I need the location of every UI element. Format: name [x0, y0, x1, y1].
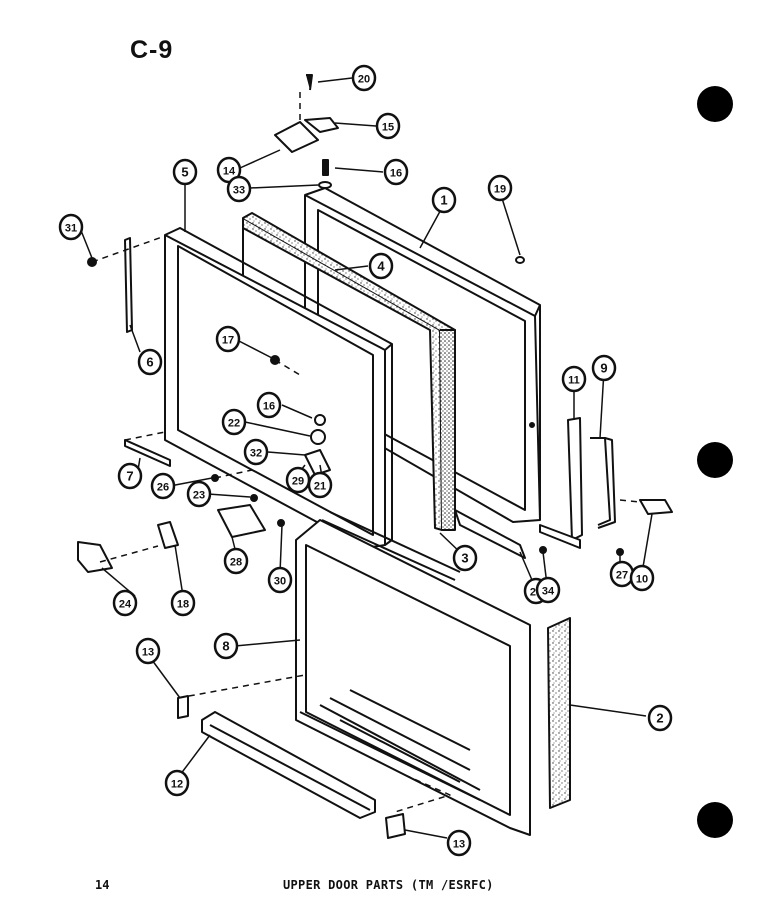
callout-31: 31 [58, 213, 84, 241]
callout-8: 8 [213, 632, 239, 660]
callout-label: 27 [616, 570, 628, 582]
callout-1: 1 [431, 186, 457, 214]
callout-26: 26 [150, 472, 176, 500]
binder-hole-icon [697, 802, 733, 838]
page-title: C-9 [130, 36, 174, 64]
callout-13: 13 [135, 637, 161, 665]
callout-label: 26 [157, 482, 169, 494]
callout-13: 13 [446, 829, 472, 857]
callout-label: 16 [263, 401, 275, 413]
callout-33: 33 [226, 175, 252, 203]
callout-6: 6 [137, 348, 163, 376]
callout-23: 23 [186, 480, 212, 508]
callout-label: 32 [250, 448, 262, 460]
left-strip-part [124, 237, 133, 333]
callout-4: 4 [368, 252, 394, 280]
callout-label: 29 [292, 476, 304, 488]
callout-label: 17 [222, 335, 234, 347]
figure-caption: UPPER DOOR PARTS (TM /ESRFC) [283, 878, 494, 892]
callout-16: 16 [383, 158, 409, 186]
callout-22: 22 [221, 408, 247, 436]
callout-label: 4 [377, 259, 385, 274]
callout-3: 3 [452, 544, 478, 572]
callout-9: 9 [591, 354, 617, 382]
binder-hole-icon [697, 442, 733, 478]
callout-label: 30 [274, 576, 286, 588]
side-trim-part [547, 617, 571, 809]
callout-label: 12 [171, 779, 183, 791]
callout-7: 7 [117, 462, 143, 490]
callout-27: 27 [609, 560, 635, 588]
callout-label: 15 [382, 122, 394, 134]
callout-label: 16 [390, 168, 402, 180]
callout-label: 31 [65, 223, 77, 235]
callout-label: 34 [542, 586, 555, 598]
callout-15: 15 [375, 112, 401, 140]
callout-label: 22 [228, 418, 240, 430]
assembly-dashed-lines [91, 92, 641, 813]
callout-17: 17 [215, 325, 241, 353]
callout-label: 8 [222, 639, 229, 654]
callout-label: 18 [177, 599, 189, 611]
callout-label: 33 [233, 185, 245, 197]
callout-label: 6 [146, 355, 153, 370]
callout-label: 3 [461, 551, 468, 566]
callout-28: 28 [223, 547, 249, 575]
callout-24: 24 [112, 589, 138, 617]
callout-21: 21 [307, 471, 333, 499]
callout-label: 2 [656, 711, 663, 726]
callout-label: 13 [453, 839, 465, 851]
callout-label: 19 [494, 184, 506, 196]
bottom-seal-part [454, 509, 526, 559]
callout-14: 14 [216, 156, 242, 184]
callout-30: 30 [267, 566, 293, 594]
lower-hinge-part [77, 256, 673, 839]
callout-16: 16 [256, 391, 282, 419]
bottom-trim-part [201, 711, 376, 819]
callout-32: 32 [243, 438, 269, 466]
callout-label: 20 [358, 74, 370, 86]
callout-10: 10 [629, 564, 655, 592]
handle-part [539, 417, 616, 549]
callout-2: 2 [647, 704, 673, 732]
callout-20: 20 [351, 64, 377, 92]
callout-label: 5 [181, 165, 188, 180]
callout-label: 23 [193, 490, 205, 502]
callout-label: 28 [230, 557, 242, 569]
callout-5: 5 [172, 158, 198, 186]
callout-label: 24 [119, 599, 132, 611]
callout-11: 11 [561, 365, 587, 393]
callout-label: 13 [142, 647, 154, 659]
callout-label: 7 [126, 469, 133, 484]
callout-34: 34 [535, 576, 561, 604]
callout-29: 29 [285, 466, 311, 494]
callout-18: 18 [170, 589, 196, 617]
callout-label: 11 [568, 375, 580, 387]
callout-12: 12 [164, 769, 190, 797]
callout-label: 21 [314, 481, 326, 493]
callout-label: 1 [440, 193, 447, 208]
binder-hole-icon [697, 86, 733, 122]
page-number: 14 [95, 878, 110, 892]
callout-label: 9 [600, 361, 607, 376]
callout-label: 14 [223, 166, 236, 178]
door-liner-part [295, 519, 531, 836]
callout-19: 19 [487, 174, 513, 202]
callout-label: 10 [636, 574, 648, 586]
bottom-strip-part [124, 439, 171, 467]
top-hinge-part [304, 117, 339, 133]
drawing-lines [77, 74, 673, 839]
